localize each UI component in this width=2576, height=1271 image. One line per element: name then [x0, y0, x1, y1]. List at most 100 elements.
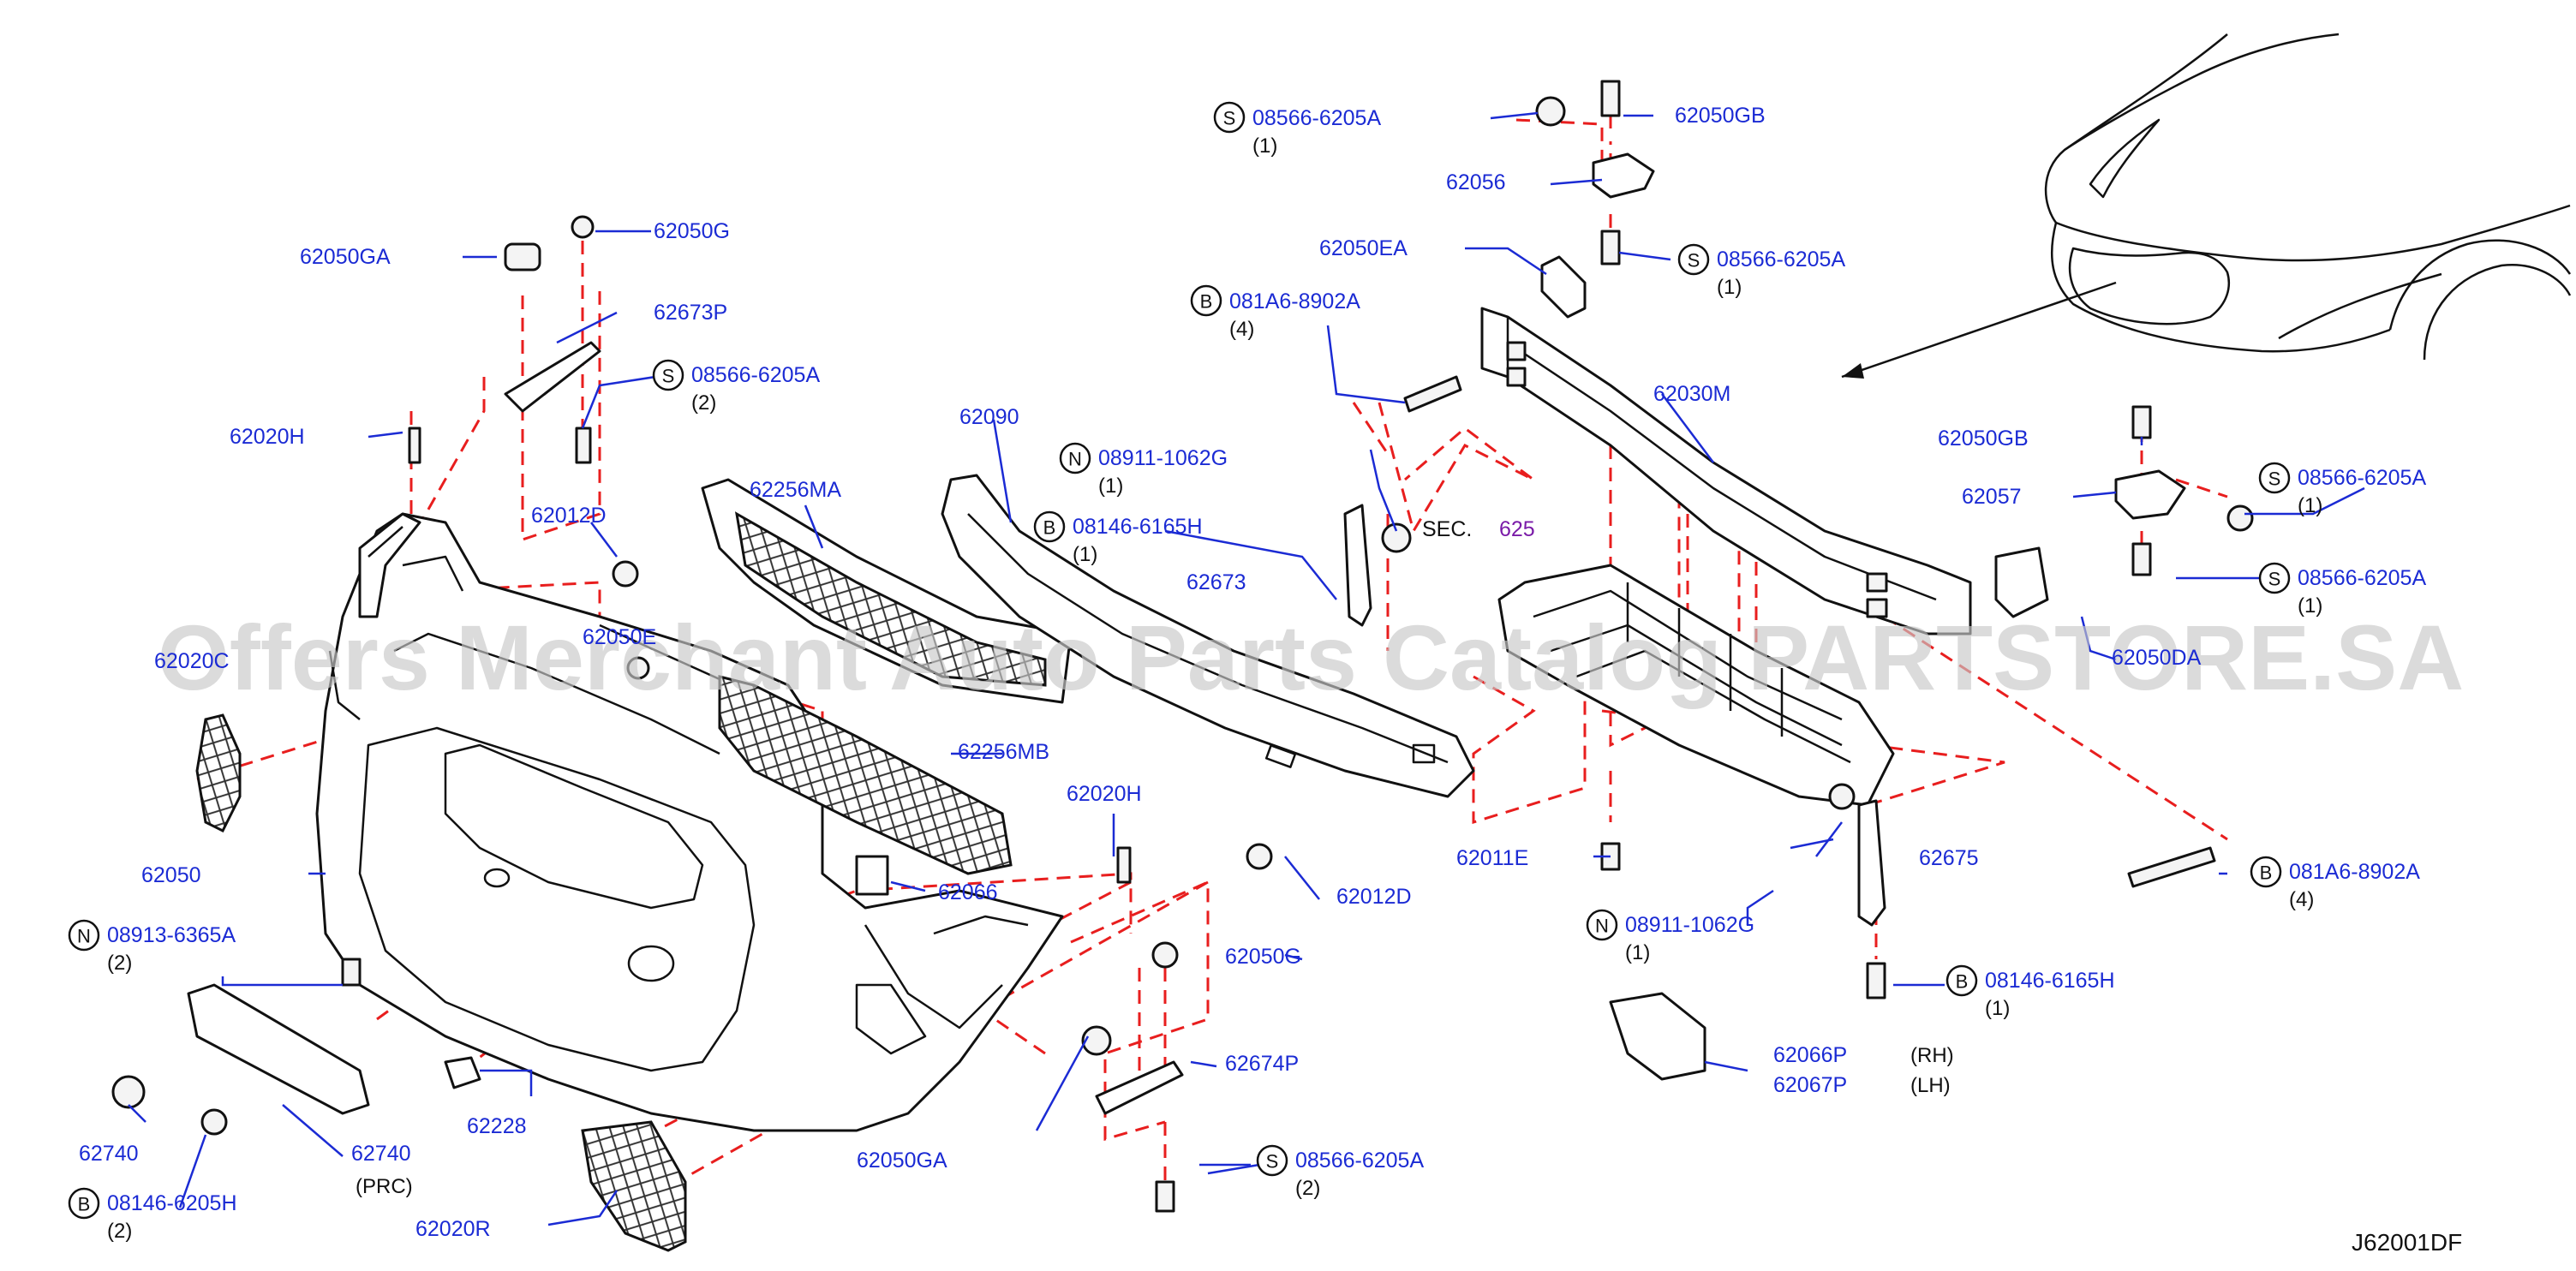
part-code: 08913-6365A — [107, 923, 236, 947]
label-62050GB-right[interactable]: 62050GB — [1938, 427, 2029, 451]
badge-b: B — [2260, 862, 2273, 884]
label-62740-b[interactable]: 62740 — [351, 1142, 411, 1166]
label-62673P[interactable]: 62673P — [654, 301, 727, 325]
label-62020C[interactable]: 62020C — [154, 649, 230, 673]
badge-s: S — [2268, 468, 2281, 490]
bracket-62050EA — [1540, 255, 1587, 319]
label-62090[interactable]: 62090 — [959, 405, 1019, 429]
label-62050GA-bot[interactable]: 62050GA — [857, 1149, 947, 1173]
part-code: 08566-6205A — [691, 363, 820, 387]
quantity: (1) — [1098, 474, 1123, 498]
stay-62674P — [1095, 1060, 1184, 1115]
label-62020R[interactable]: 62020R — [415, 1217, 491, 1241]
badge-b: B — [1043, 517, 1056, 539]
label-62228[interactable]: 62228 — [467, 1114, 527, 1138]
fastener-label-11[interactable]: B 08146-6165H (1) — [1945, 964, 2115, 1020]
label-62050GB-top[interactable]: 62050GB — [1675, 104, 1766, 128]
quantity: (4) — [1229, 318, 1254, 341]
fastener-label-10[interactable]: N 08911-1062G (1) — [1586, 909, 1754, 964]
label-62050GA-top[interactable]: 62050GA — [300, 245, 391, 269]
section-reference[interactable]: SEC. 625 — [1422, 517, 1535, 541]
label-62056[interactable]: 62056 — [1446, 170, 1506, 194]
part-code: 08911-1062G — [1625, 913, 1754, 937]
label-62050[interactable]: 62050 — [141, 863, 201, 887]
part-code: 08566-6205A — [2298, 466, 2426, 490]
label-62256MB[interactable]: 62256MB — [958, 740, 1049, 764]
lower-grille — [718, 675, 1013, 875]
label-62050DA[interactable]: 62050DA — [2112, 646, 2202, 670]
fastener-label-6[interactable]: B 08146-6165H (1) — [1033, 510, 1203, 566]
fastener-label-3[interactable]: B 081A6-8902A (4) — [1190, 284, 1360, 341]
part-code: 08146-6205H — [107, 1191, 237, 1215]
lower-grille-right — [581, 1120, 687, 1252]
fastener-label-4[interactable]: S 08566-6205A (2) — [652, 359, 820, 415]
label-62066[interactable]: 62066 — [938, 880, 998, 904]
badge-n: N — [1068, 449, 1082, 470]
stay-62673 — [1343, 504, 1372, 627]
fastener-label-2[interactable]: S 08566-6205A (1) — [1677, 243, 1845, 299]
section-number[interactable]: 625 — [1499, 517, 1535, 541]
label-62066P[interactable]: 62066P — [1773, 1043, 1847, 1067]
label-62057[interactable]: 62057 — [1962, 485, 2022, 509]
badge-n: N — [77, 926, 91, 947]
label-62067P-side: (LH) — [1910, 1074, 1951, 1097]
bumper-reinforcement — [1480, 307, 1972, 636]
badge-b: B — [1956, 971, 1969, 993]
fastener-label-1[interactable]: S 08566-6205A (1) — [1213, 101, 1381, 158]
label-62675[interactable]: 62675 — [1919, 846, 1979, 870]
label-62066P-side: (RH) — [1910, 1044, 1954, 1067]
cap-62228 — [444, 1056, 481, 1089]
part-code: 081A6-8902A — [1229, 289, 1360, 313]
quantity: (2) — [107, 952, 132, 975]
label-62012D-top[interactable]: 62012D — [531, 504, 607, 528]
badge-s: S — [1266, 1151, 1279, 1173]
label-62050E[interactable]: 62050E — [583, 625, 656, 649]
fastener-label-9[interactable]: B 081A6-8902A (4) — [2250, 856, 2420, 911]
label-62674P[interactable]: 62674P — [1225, 1052, 1299, 1076]
label-62020H-mid[interactable]: 62020H — [1067, 782, 1142, 806]
label-62020H-left[interactable]: 62020H — [230, 425, 305, 449]
fastener-label-8[interactable]: S 08566-6205A (1) — [2258, 562, 2426, 618]
cover-62066 — [855, 855, 889, 896]
badge-b: B — [78, 1194, 91, 1215]
bumper-side-bracket — [358, 512, 421, 618]
label-62740-note: (PRC) — [356, 1175, 413, 1198]
label-62050EA[interactable]: 62050EA — [1319, 236, 1408, 260]
part-code: 08146-6165H — [1985, 969, 2115, 993]
splash-shield — [1609, 992, 1706, 1081]
fastener-label-7[interactable]: S 08566-6205A (1) — [2258, 462, 2426, 517]
part-code: 081A6-8902A — [2289, 860, 2420, 884]
part-labels: 62050GB 62056 62050EA 62050GA 62050G 626… — [79, 104, 2202, 1241]
label-62050G-top[interactable]: 62050G — [654, 219, 730, 243]
fastener-label-12[interactable]: N 08913-6365A (2) — [68, 919, 236, 975]
fastener-label-13[interactable]: S 08566-6205A (2) — [1256, 1144, 1424, 1200]
leader-lines — [128, 111, 2365, 1226]
label-62067P[interactable]: 62067P — [1773, 1073, 1847, 1097]
label-62050G-mid[interactable]: 62050G — [1225, 945, 1301, 969]
bracket-62056 — [1592, 152, 1655, 199]
label-62030M[interactable]: 62030M — [1653, 382, 1730, 406]
side-grille-left — [195, 713, 242, 833]
quantity: (1) — [1073, 543, 1097, 566]
label-62740-a[interactable]: 62740 — [79, 1142, 139, 1166]
bracket-62057 — [2114, 469, 2186, 520]
bracket-62050DA — [1994, 546, 2049, 618]
label-62673[interactable]: 62673 — [1186, 570, 1246, 594]
part-code: 08566-6205A — [2298, 566, 2426, 590]
stay-62673P — [504, 341, 601, 413]
label-62011E[interactable]: 62011E — [1456, 846, 1528, 870]
energy-absorber — [941, 474, 1475, 798]
quantity: (1) — [1625, 941, 1650, 964]
quantity: (1) — [1252, 134, 1277, 158]
part-code: 08566-6205A — [1252, 106, 1381, 130]
part-code: 08566-6205A — [1717, 248, 1845, 272]
car-outline — [1841, 33, 2572, 379]
fastener-label-5[interactable]: N 08911-1062G (1) — [1059, 442, 1228, 498]
label-62012D-mid[interactable]: 62012D — [1336, 885, 1412, 909]
label-62256MA[interactable]: 62256MA — [750, 478, 841, 502]
quantity: (1) — [2298, 594, 2322, 618]
fastener-label-14[interactable]: B 08146-6205H (2) — [68, 1187, 237, 1243]
quantity: (2) — [107, 1220, 132, 1243]
quantity: (2) — [1295, 1177, 1320, 1200]
